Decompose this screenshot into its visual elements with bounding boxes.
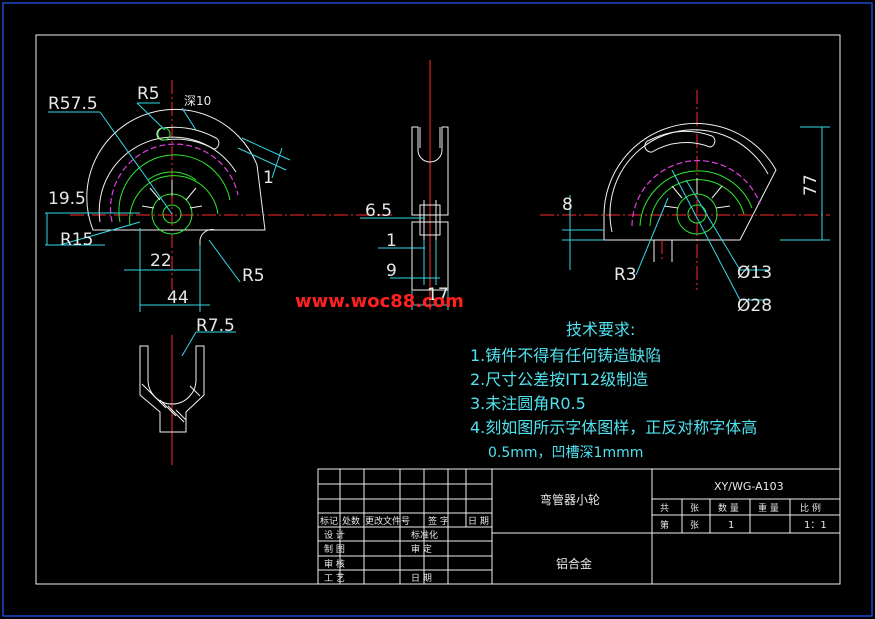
dim-dia13: Ø13 [737,263,772,283]
back-view-right [540,90,830,301]
dim-r5-bottom: R5 [242,266,265,286]
dim-r57-5: R57.5 [48,94,98,114]
tech-item-4: 4.刻如图所示字体图样，正反对称字体高 [470,418,757,437]
scale-label: 比 例 [800,502,821,514]
material: 铝合金 [556,556,592,571]
dim-17: 17 [427,285,449,305]
label-design: 设 计 [324,529,345,541]
sheets-total-label: 共 [660,503,669,514]
dim-r15: R15 [60,230,93,250]
tech-item-1: 1.铸件不得有任何铸造缺陷 [470,346,661,365]
watermark: www.woc88.com [295,291,464,312]
dim-r5-top: R5 [137,84,160,104]
rev-header-count: 处数 [342,515,360,527]
rev-header-sign: 签 字 [428,515,449,527]
section-detail [139,331,236,465]
scale-value: 1：1 [804,520,827,531]
dim-r3: R3 [614,265,637,285]
quantity-value: 1 [728,520,734,531]
tech-item-5: 0.5mm，凹槽深1mmm [488,445,643,461]
title-block [317,468,841,585]
label-draw: 制 图 [324,543,345,555]
dim-dia28: Ø28 [737,296,772,316]
tech-title: 技术要求: [566,320,635,339]
dim-22: 22 [150,251,172,271]
label-check: 审 核 [324,558,345,570]
dim-6-5: 6.5 [365,201,392,221]
label-review: 审 定 [411,543,432,555]
dim-8: 8 [562,195,573,215]
sheet-no-label: 第 [660,519,669,531]
sheet-no-unit: 张 [690,520,699,531]
rev-header-mark: 标记 [320,515,338,527]
drawing-number: XY/WG-A103 [714,480,784,493]
weight-label: 重 量 [758,502,779,514]
front-view-left [45,80,395,312]
label-date: 日 期 [411,573,432,584]
label-process: 工 艺 [324,573,345,584]
dim-9: 9 [386,261,397,281]
sheets-unit-label: 张 [690,503,699,514]
dim-one-right: 1 [263,168,274,188]
part-name: 弯管器小轮 [540,492,600,507]
tech-item-2: 2.尺寸公差按IT12级制造 [470,370,648,389]
dim-44: 44 [167,288,189,308]
dim-1: 1 [386,231,397,251]
dim-depth: 深10 [184,94,211,108]
qty-label: 数 量 [718,502,739,514]
label-standardize: 标准化 [411,529,438,541]
dim-77: 77 [801,174,821,196]
rev-header-doc: 更改文件号 [365,515,410,527]
dim-19-5: 19.5 [48,189,86,209]
dim-r7-5: R7.5 [196,316,235,336]
tech-item-3: 3.未注圆角R0.5 [470,394,586,413]
side-view-middle [360,60,449,310]
rev-header-date: 日 期 [468,516,489,527]
